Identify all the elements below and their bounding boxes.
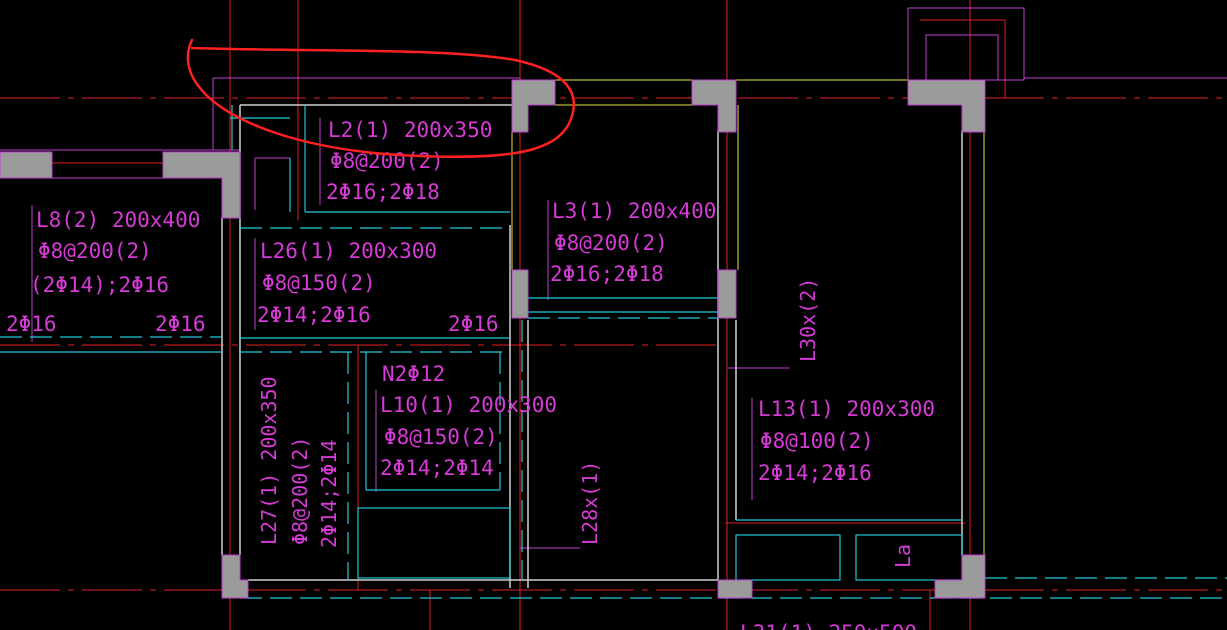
label-l26-stirrup: Φ8@150(2) [262, 271, 376, 295]
label-l8-bottom-right: 2Φ16 [155, 312, 206, 336]
label-l13-rebar: 2Φ14;2Φ16 [758, 461, 872, 485]
label-l10-torsion: N2Φ12 [382, 362, 445, 386]
label-l27-rebar: 2Φ14;2Φ14 [317, 440, 341, 548]
beam-labels: L2(1) 200x350 Φ8@200(2) 2Φ16;2Φ18 L8(2) … [6, 118, 935, 630]
label-l8-rebar: (2Φ14);2Φ16 [30, 273, 169, 297]
label-l8-stirrup: Φ8@200(2) [38, 239, 152, 263]
label-l10-rebar: 2Φ14;2Φ14 [380, 456, 494, 480]
label-l28: L28x(1) [578, 461, 602, 545]
label-l31-partial: L31(1) 250x500 [740, 621, 917, 630]
label-l26-name: L26(1) 200x300 [260, 239, 437, 263]
label-l10-name: L10(1) 200x300 [380, 393, 557, 417]
label-l13-name: L13(1) 200x300 [758, 397, 935, 421]
label-l3-name: L3(1) 200x400 [552, 199, 716, 223]
label-l10-stirrup: Φ8@150(2) [384, 425, 498, 449]
outline-lines [0, 7, 1227, 549]
label-l30: L30x(2) [796, 278, 820, 362]
label-l2-name: L2(1) 200x350 [328, 118, 492, 142]
label-l13-stirrup: Φ8@100(2) [760, 429, 874, 453]
beam-edges [0, 105, 1227, 599]
label-la: La [891, 544, 915, 568]
label-l2-stirrup: Φ8@200(2) [330, 149, 444, 173]
label-l2-rebar: 2Φ16;2Φ18 [326, 180, 440, 204]
label-l27-name: L27(1) 200x350 [257, 376, 281, 545]
label-l27-stirrup: Φ8@200(2) [288, 437, 312, 545]
label-l3-rebar: 2Φ16;2Φ18 [550, 262, 664, 286]
columns [0, 79, 986, 599]
label-l3-stirrup: Φ8@200(2) [554, 231, 668, 255]
label-l26-rebar: 2Φ14;2Φ16 [257, 303, 371, 327]
label-l8-name: L8(2) 200x400 [36, 208, 200, 232]
markup-circle [186, 38, 576, 159]
label-l26-bottom: 2Φ16 [448, 312, 499, 336]
label-l8-bottom-left: 2Φ16 [6, 312, 57, 336]
